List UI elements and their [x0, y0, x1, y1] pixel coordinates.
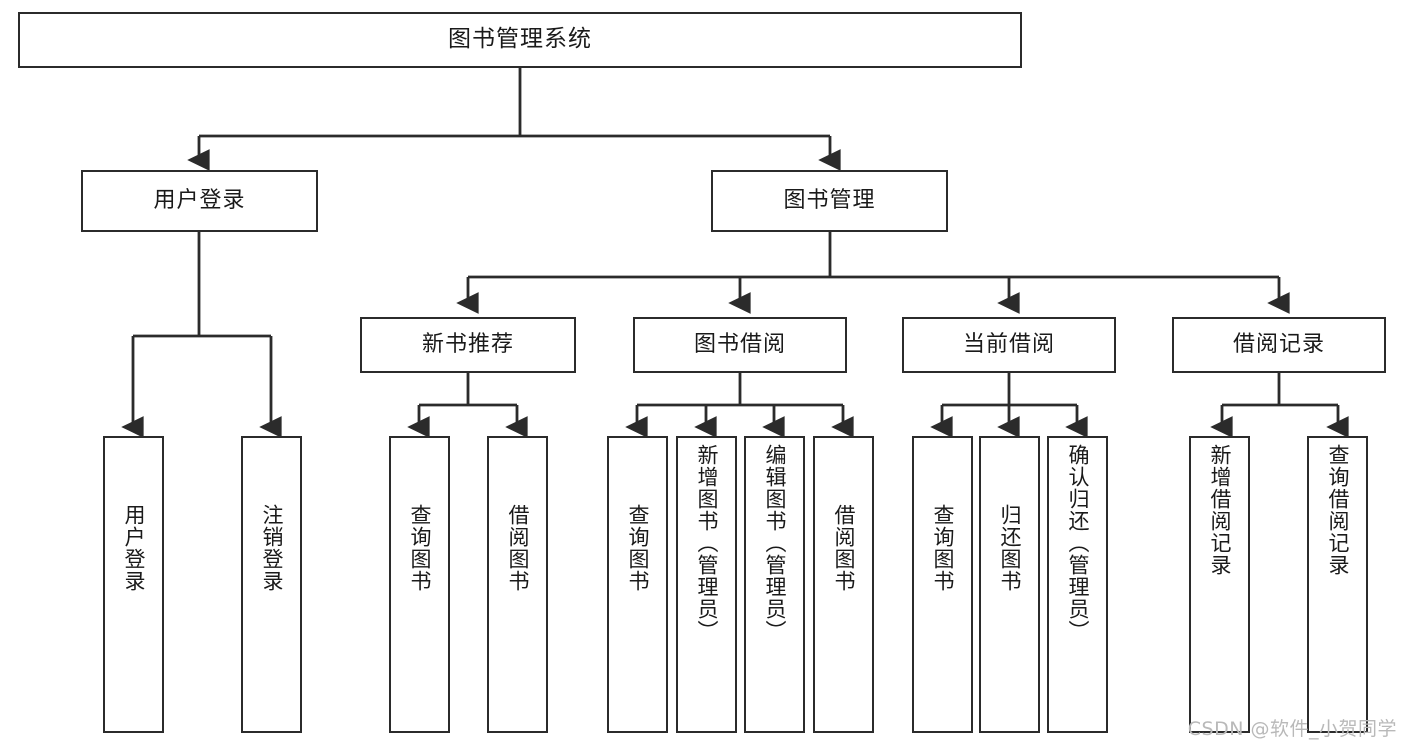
- node-label: 图书管理系统: [448, 26, 592, 53]
- node-label: 图书管理: [783, 187, 876, 213]
- node-leaf-borrow-book[interactable]: 借阅图书: [813, 436, 874, 733]
- node-leaf-add-borrow-record[interactable]: 新增借阅记录: [1189, 436, 1250, 733]
- node-current-borrow[interactable]: 当前借阅: [902, 317, 1116, 373]
- node-new-book-recommend[interactable]: 新书推荐: [360, 317, 576, 373]
- node-label: 当前借阅: [962, 331, 1055, 357]
- node-label: 借阅图书: [505, 504, 530, 592]
- node-leaf-borrow-book-recommend[interactable]: 借阅图书: [487, 436, 548, 733]
- watermark-text: CSDN @软件_小贺同学: [1187, 718, 1397, 740]
- node-root-book-management-system[interactable]: 图书管理系统: [18, 12, 1022, 68]
- node-leaf-query-book-current[interactable]: 查询图书: [912, 436, 973, 733]
- node-label: 新增借阅记录: [1207, 444, 1232, 576]
- node-label: 借阅记录: [1232, 331, 1325, 357]
- node-label: 查询图书: [625, 504, 650, 592]
- node-label: 查询借阅记录: [1325, 444, 1350, 576]
- node-label: 查询图书: [407, 504, 432, 592]
- node-leaf-user-login[interactable]: 用户登录: [103, 436, 164, 733]
- node-label: 新书推荐: [421, 331, 514, 357]
- node-leaf-add-book-admin[interactable]: 新增图书（管理员）: [676, 436, 737, 733]
- node-leaf-return-book[interactable]: 归还图书: [979, 436, 1040, 733]
- node-leaf-logout-login[interactable]: 注销登录: [241, 436, 302, 733]
- node-label: 确认归还（管理员）: [1065, 444, 1090, 642]
- node-label: 用户登录: [153, 187, 246, 213]
- node-leaf-confirm-return-admin[interactable]: 确认归还（管理员）: [1047, 436, 1108, 733]
- node-label: 归还图书: [997, 504, 1022, 592]
- node-label: 注销登录: [259, 504, 284, 592]
- node-label: 借阅图书: [831, 504, 856, 592]
- node-book-borrow[interactable]: 图书借阅: [633, 317, 847, 373]
- node-leaf-query-borrow-record[interactable]: 查询借阅记录: [1307, 436, 1368, 733]
- node-label: 编辑图书（管理员）: [762, 444, 787, 642]
- node-leaf-query-book-recommend[interactable]: 查询图书: [389, 436, 450, 733]
- node-label: 用户登录: [121, 504, 146, 592]
- node-label: 图书借阅: [693, 331, 786, 357]
- node-label: 新增图书（管理员）: [694, 444, 719, 642]
- node-label: 查询图书: [930, 504, 955, 592]
- node-borrow-record[interactable]: 借阅记录: [1172, 317, 1386, 373]
- node-book-management[interactable]: 图书管理: [711, 170, 948, 232]
- node-user-login[interactable]: 用户登录: [81, 170, 318, 232]
- node-leaf-edit-book-admin[interactable]: 编辑图书（管理员）: [744, 436, 805, 733]
- node-leaf-query-book-borrow[interactable]: 查询图书: [607, 436, 668, 733]
